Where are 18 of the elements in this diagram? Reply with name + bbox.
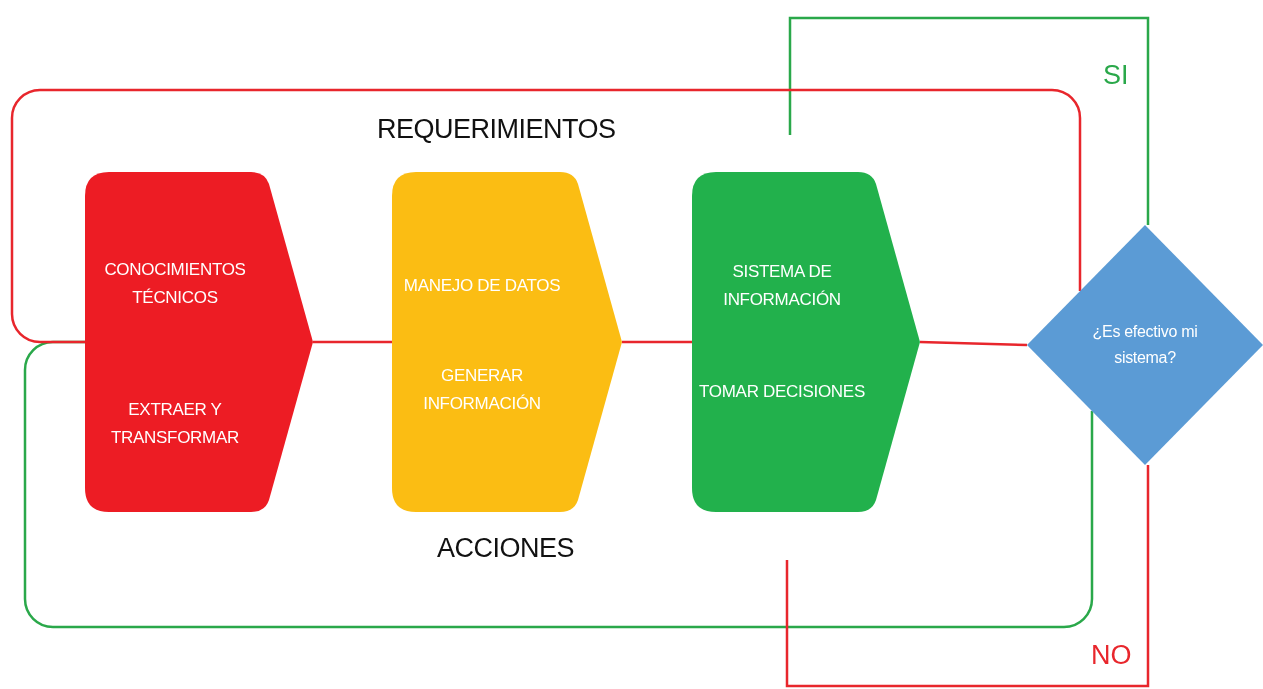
section-label: ACCIONES <box>437 533 575 564</box>
section-label: REQUERIMIENTOS <box>377 114 616 145</box>
step-text: GENERAR INFORMACIÓN <box>422 365 542 415</box>
step-text: EXTRAER Y TRANSFORMAR <box>110 399 240 449</box>
question-text: ¿Es efectivo mi sistema? <box>1091 322 1199 368</box>
connector-line <box>10 88 1082 344</box>
branch-line <box>788 16 1150 225</box>
edge-label: SI <box>1103 60 1129 91</box>
step-text: SISTEMA DE INFORMACIÓN <box>722 261 842 311</box>
connector-line <box>622 340 692 344</box>
step-text: MANEJO DE DATOS <box>402 275 562 297</box>
branch-line <box>785 465 1150 688</box>
connector-line <box>23 340 1094 629</box>
connector-line <box>313 340 392 344</box>
step-text: TOMAR DECISIONES <box>698 381 866 403</box>
connector-line <box>919 340 1028 347</box>
edge-label: NO <box>1091 640 1132 671</box>
step-text: CONOCIMIENTOS TÉCNICOS <box>103 259 247 309</box>
